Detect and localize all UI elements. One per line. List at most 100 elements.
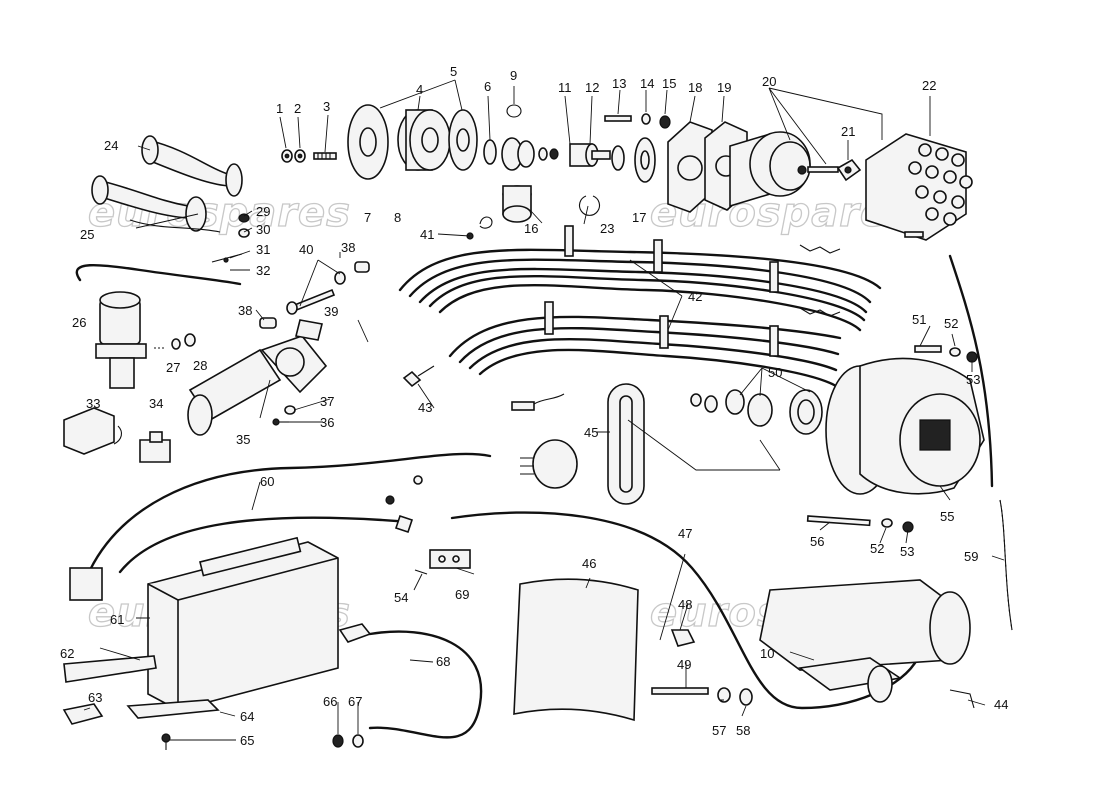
oring-9 [506,104,522,118]
callout-53-bottom: 53 [900,544,914,559]
callout-42: 42 [688,289,702,304]
callout-38-right: 38 [341,240,355,255]
circlip-23 [578,195,601,216]
bolt-56 [806,515,871,527]
heat-shield-46 [513,578,639,722]
nut-28 [184,333,196,347]
callout-55: 55 [940,509,954,524]
callout-labels: 1 2 3 4 5 6 7 8 9 10 11 12 13 14 15 16 1… [60,64,1008,748]
callout-64: 64 [240,709,254,724]
timing-belt-45 [607,383,645,505]
terminal-44 [949,689,975,709]
callout-24: 24 [104,138,118,153]
nut-58 [739,688,753,706]
ignition-harness-42 [398,225,882,388]
callout-66: 66 [323,694,337,709]
gear-11-assembly [501,137,559,171]
callout-23: 23 [600,221,614,236]
gauge [520,439,578,489]
callout-2: 2 [294,101,301,116]
washer-52-bottom [881,518,893,528]
callout-25: 25 [80,227,94,242]
callout-5: 5 [450,64,457,79]
horn-wire-32 [75,263,242,286]
battery-cable-60 [88,452,492,574]
callout-7: 7 [364,210,371,225]
bearing-17 [634,137,656,183]
callout-18: 18 [688,80,702,95]
callout-40: 40 [299,242,313,257]
callout-51: 51 [912,312,926,327]
lead-wire-right [948,254,994,488]
leader-lines [83,79,1005,741]
callout-46: 46 [582,556,596,571]
callout-33: 33 [86,396,100,411]
callout-63: 63 [88,690,102,705]
ring-6 [483,139,497,165]
callout-29: 29 [256,204,270,219]
gear-12 [569,143,611,167]
pulley-group-50 [690,389,823,435]
callout-65: 65 [240,733,254,748]
sleeve-38-left [259,317,277,329]
callout-41: 41 [420,227,434,242]
callout-54: 54 [394,590,408,605]
callout-59: 59 [964,549,978,564]
ground-strap-59 [999,499,1013,631]
washer-52-top [949,347,961,357]
callout-52-bottom: 52 [870,541,884,556]
callout-16: 16 [524,221,538,236]
distributor-body-20 [729,131,839,208]
callout-12: 12 [585,80,599,95]
callout-53-top: 53 [966,372,980,387]
callout-14: 14 [640,76,654,91]
wiper-motor-35 [187,335,328,436]
callout-10: 10 [760,646,774,661]
clamp-48 [670,629,696,647]
callout-13: 13 [612,76,626,91]
flange-4 [397,109,451,171]
callout-27: 27 [166,360,180,375]
callout-49: 49 [677,657,691,672]
callout-34: 34 [149,396,163,411]
hold-down-bar-62 [63,655,157,683]
callout-45: 45 [584,425,598,440]
callout-69: 69 [455,587,469,602]
cable-47 [450,511,920,710]
callout-67: 67 [348,694,362,709]
sensor-lead [511,393,565,411]
callout-26: 26 [72,315,86,330]
bushing-16 [502,185,532,223]
callout-15: 15 [662,76,676,91]
callout-52-top: 52 [944,316,958,331]
callout-11: 11 [558,80,572,95]
relay-33 [63,407,123,455]
callout-3: 3 [323,99,330,114]
callout-43: 43 [418,400,432,415]
bracket-63 [62,703,104,725]
cable-lug [385,475,423,534]
callout-4: 4 [416,82,423,97]
callout-68: 68 [436,654,450,669]
spring-27-part [154,338,181,350]
bracket-34 [139,431,171,463]
callout-48: 48 [678,597,692,612]
nut-40 [334,271,346,285]
callout-60: 60 [260,474,274,489]
stud-49 [651,687,709,695]
nut-15 [659,115,671,129]
bracket-plate [295,319,323,341]
washer-1 [281,149,293,163]
callout-62: 62 [60,646,74,661]
washer-14 [641,113,651,125]
distributor-cap-22 [865,133,973,241]
callout-22: 22 [922,78,936,93]
alternator-55 [825,357,985,495]
callout-44: 44 [994,697,1008,712]
callout-1: 1 [276,101,283,116]
callout-19: 19 [717,80,731,95]
callout-50: 50 [768,365,782,380]
bolt-39 [286,288,336,315]
horn-relay-26 [95,291,147,389]
